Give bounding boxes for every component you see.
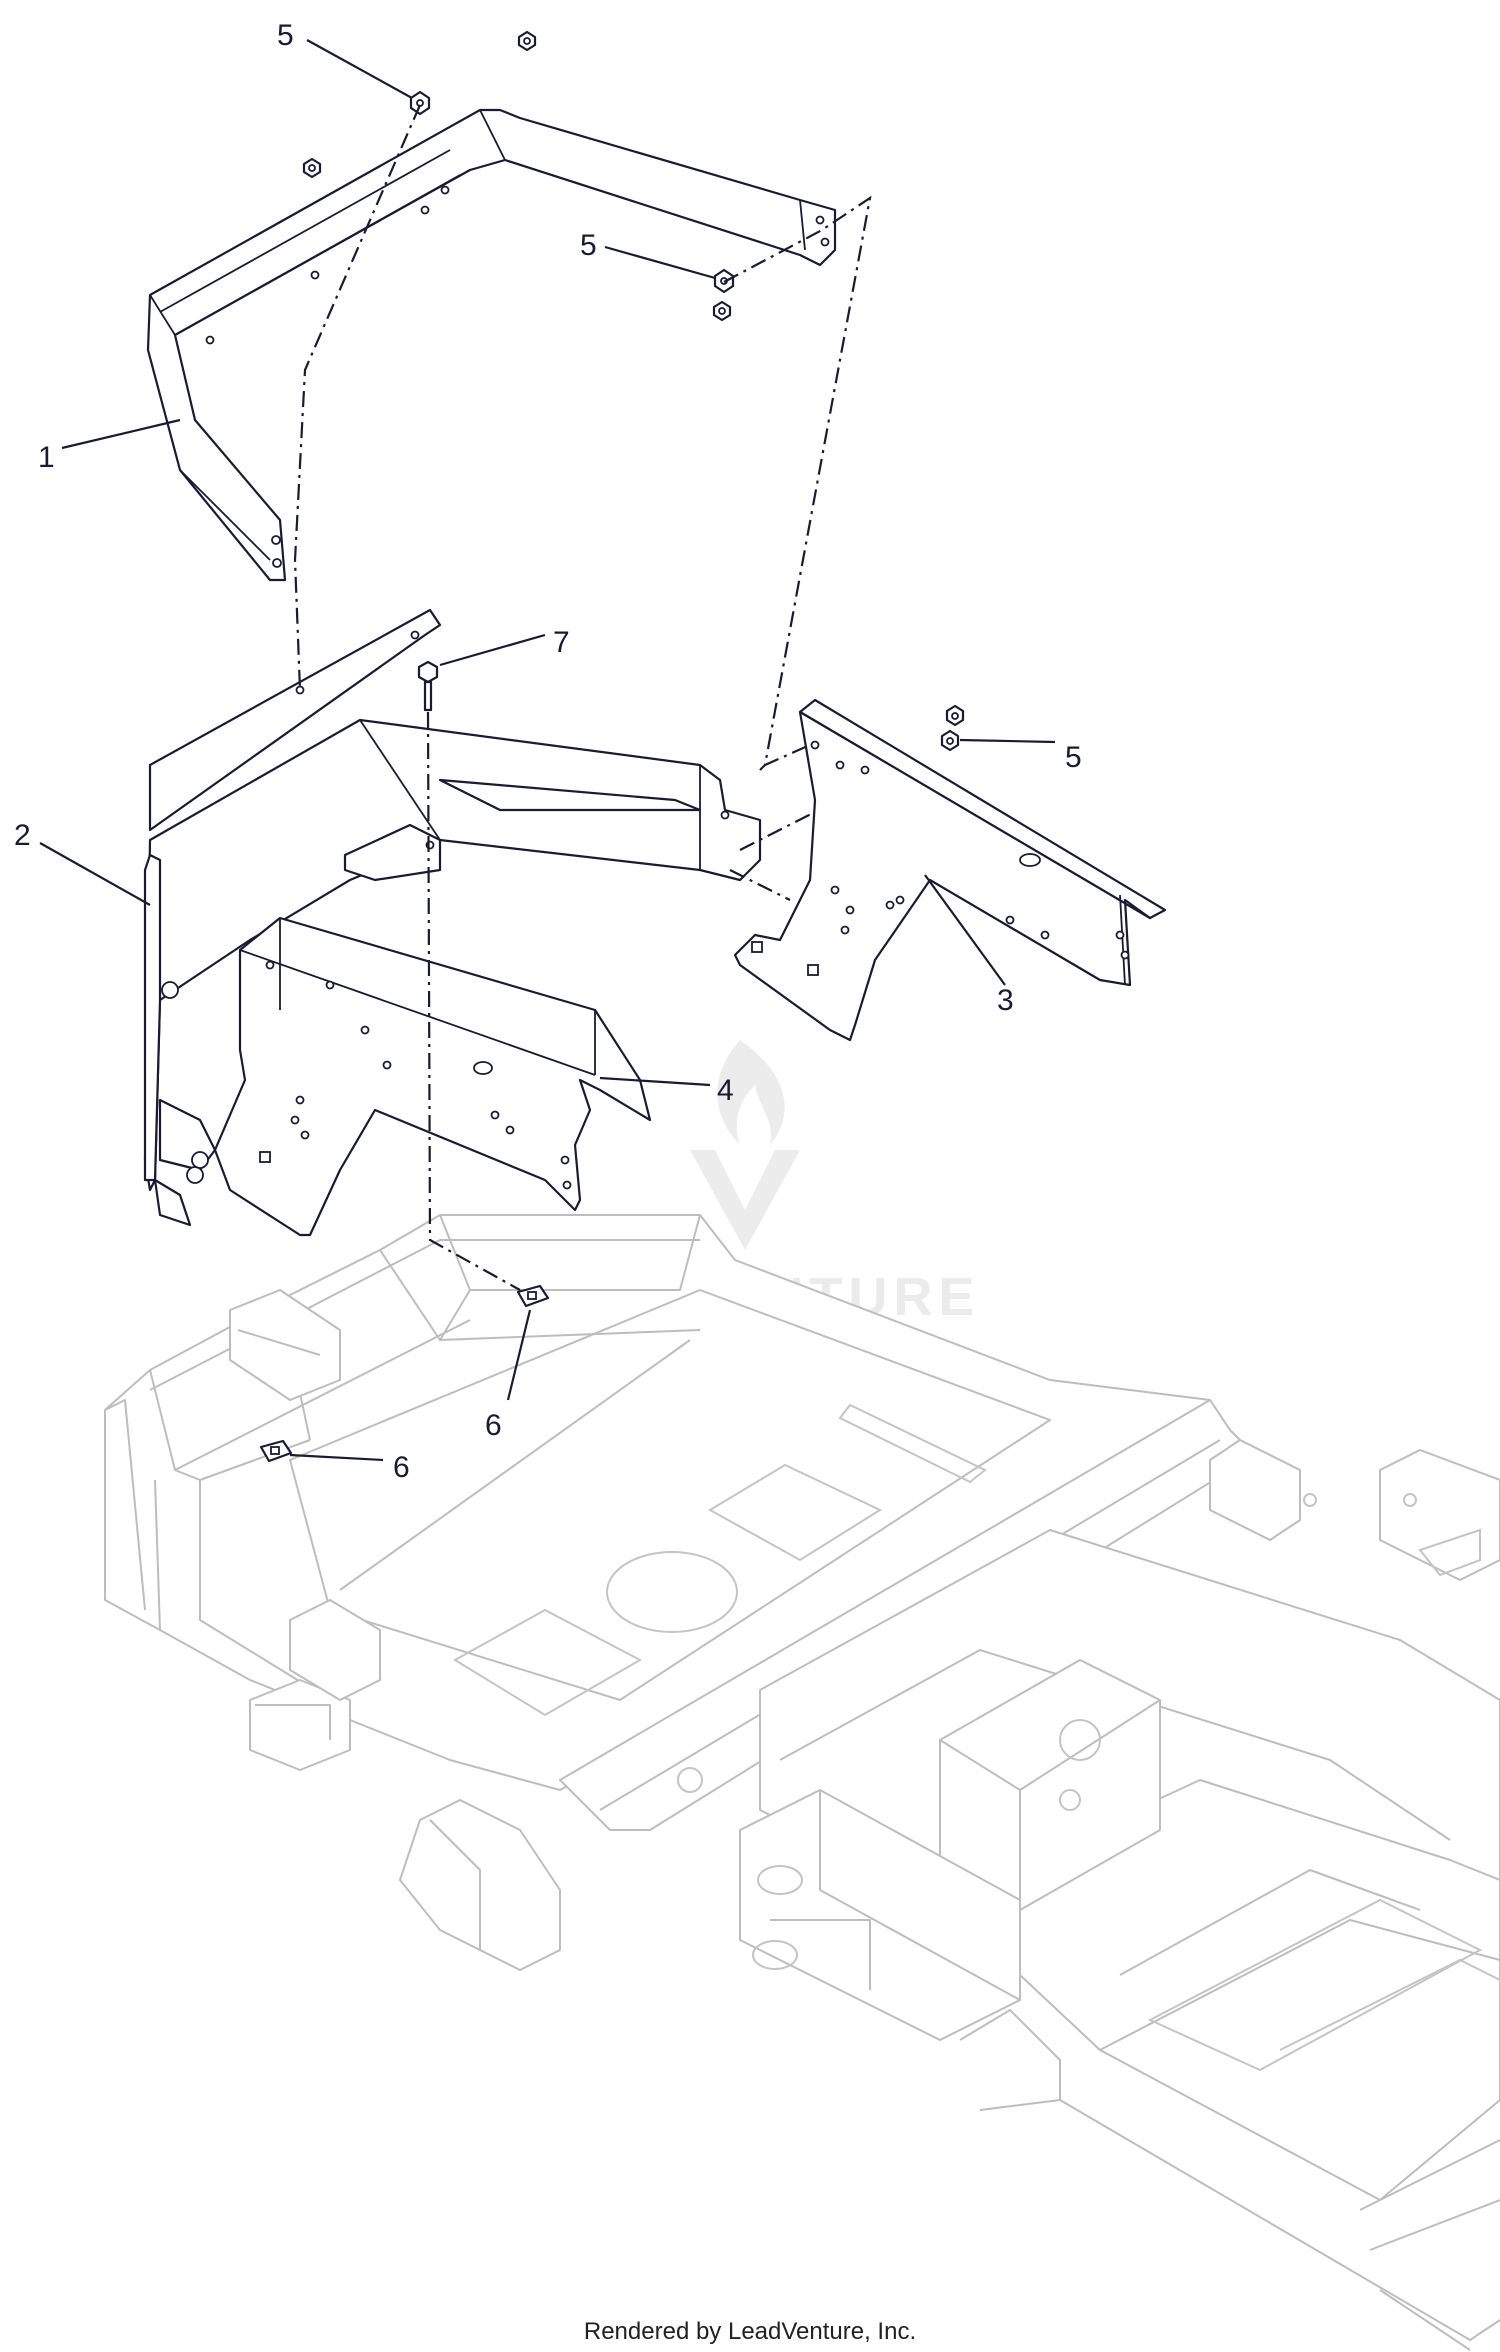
bolt-5-spare-right (712, 300, 732, 322)
callout-1: 1 (38, 441, 55, 474)
fasteners (259, 30, 965, 1463)
callout-5-panel-3: 5 (1065, 741, 1082, 774)
bolt-5-spare-top (517, 30, 537, 52)
bolt-7 (417, 660, 439, 712)
bolt-5-panel-3b (940, 729, 960, 752)
callout-5-right-top: 5 (580, 229, 597, 262)
footer-credit: Rendered by LeadVenture, Inc. (583, 2318, 917, 2345)
bolt-5-panel-3a (945, 704, 965, 727)
alignment-lines (293, 104, 872, 1291)
part-3-panel (733, 698, 1167, 1042)
bolt-5-spare-left (302, 157, 322, 179)
callout-6-lower: 6 (393, 1451, 410, 1484)
callout-3: 3 (997, 984, 1014, 1017)
callout-labels: 1 2 3 4 5 5 5 6 6 7 (14, 19, 1082, 1484)
clip-6-upper (516, 1284, 550, 1308)
part-2-panel (143, 608, 762, 1227)
bolt-5-top (409, 90, 431, 116)
clip-6-lower (259, 1439, 293, 1463)
callout-6-upper: 6 (485, 1409, 502, 1442)
part-1-upper-shroud (146, 108, 837, 582)
part-4-panel (213, 916, 652, 1237)
callout-7: 7 (553, 626, 570, 659)
callout-4: 4 (717, 1074, 734, 1107)
callout-5-top: 5 (277, 19, 294, 52)
callout-2: 2 (14, 819, 31, 852)
mower-frame (104, 1214, 1500, 2351)
leader-lines (39, 39, 1056, 1462)
